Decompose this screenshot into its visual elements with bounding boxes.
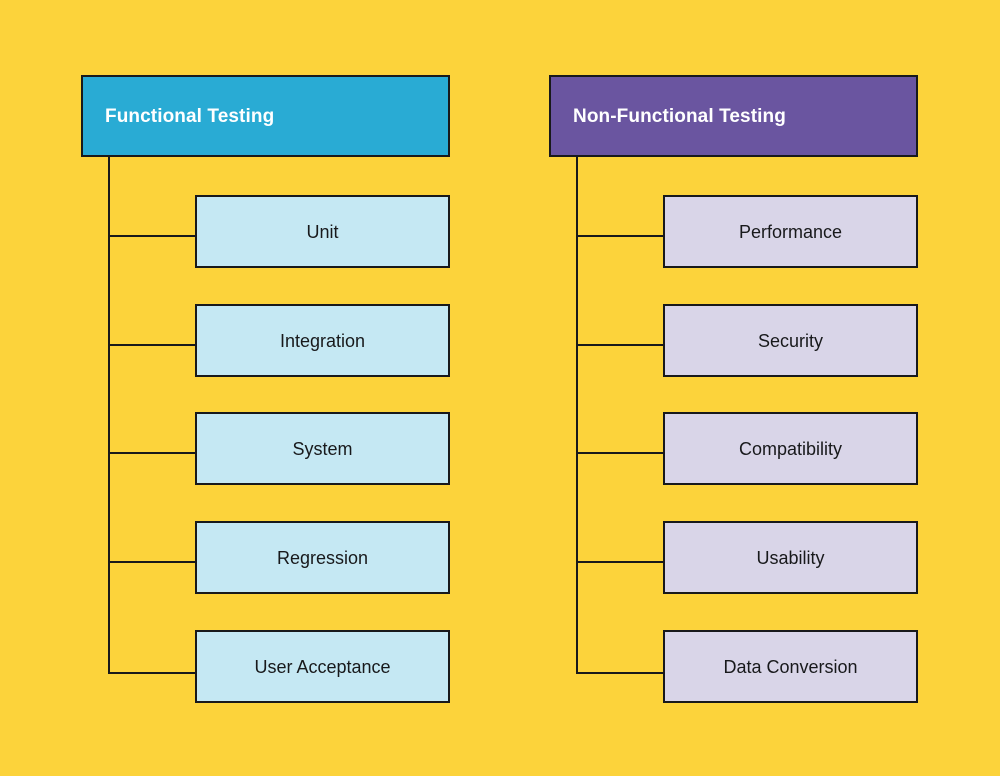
spine-non-functional bbox=[576, 157, 578, 674]
node-functional-user-acceptance[interactable]: User Acceptance bbox=[195, 630, 450, 703]
spine-functional bbox=[108, 157, 110, 674]
header-non-functional-testing-label: Non-Functional Testing bbox=[573, 105, 786, 127]
node-non-functional-performance-label: Performance bbox=[738, 221, 843, 242]
node-non-functional-compatibility-label: Compatibility bbox=[738, 438, 843, 459]
header-functional-testing-label: Functional Testing bbox=[105, 105, 275, 127]
node-functional-system[interactable]: System bbox=[195, 412, 450, 485]
branch-functional-2 bbox=[108, 344, 197, 346]
branch-functional-1 bbox=[108, 235, 197, 237]
branch-functional-3 bbox=[108, 452, 197, 454]
node-functional-user-acceptance-label: User Acceptance bbox=[254, 656, 391, 677]
branch-non-functional-2 bbox=[576, 344, 665, 346]
node-functional-unit-label: Unit bbox=[306, 221, 339, 242]
node-non-functional-usability[interactable]: Usability bbox=[663, 521, 918, 594]
node-non-functional-data-conversion[interactable]: Data Conversion bbox=[663, 630, 918, 703]
branch-non-functional-1 bbox=[576, 235, 665, 237]
node-non-functional-compatibility[interactable]: Compatibility bbox=[663, 412, 918, 485]
node-functional-unit[interactable]: Unit bbox=[195, 195, 450, 268]
header-functional-testing[interactable]: Functional Testing bbox=[81, 75, 450, 157]
node-functional-regression-label: Regression bbox=[276, 547, 369, 568]
node-non-functional-security-label: Security bbox=[757, 330, 824, 351]
node-functional-system-label: System bbox=[292, 438, 353, 459]
node-functional-regression[interactable]: Regression bbox=[195, 521, 450, 594]
branch-non-functional-4 bbox=[576, 561, 665, 563]
node-non-functional-usability-label: Usability bbox=[756, 547, 825, 568]
node-functional-integration[interactable]: Integration bbox=[195, 304, 450, 377]
branch-non-functional-5 bbox=[576, 672, 665, 674]
branch-non-functional-3 bbox=[576, 452, 665, 454]
branch-functional-5 bbox=[108, 672, 197, 674]
node-non-functional-performance[interactable]: Performance bbox=[663, 195, 918, 268]
header-non-functional-testing[interactable]: Non-Functional Testing bbox=[549, 75, 918, 157]
node-non-functional-security[interactable]: Security bbox=[663, 304, 918, 377]
branch-functional-4 bbox=[108, 561, 197, 563]
node-non-functional-data-conversion-label: Data Conversion bbox=[723, 656, 858, 677]
node-functional-integration-label: Integration bbox=[279, 330, 366, 351]
